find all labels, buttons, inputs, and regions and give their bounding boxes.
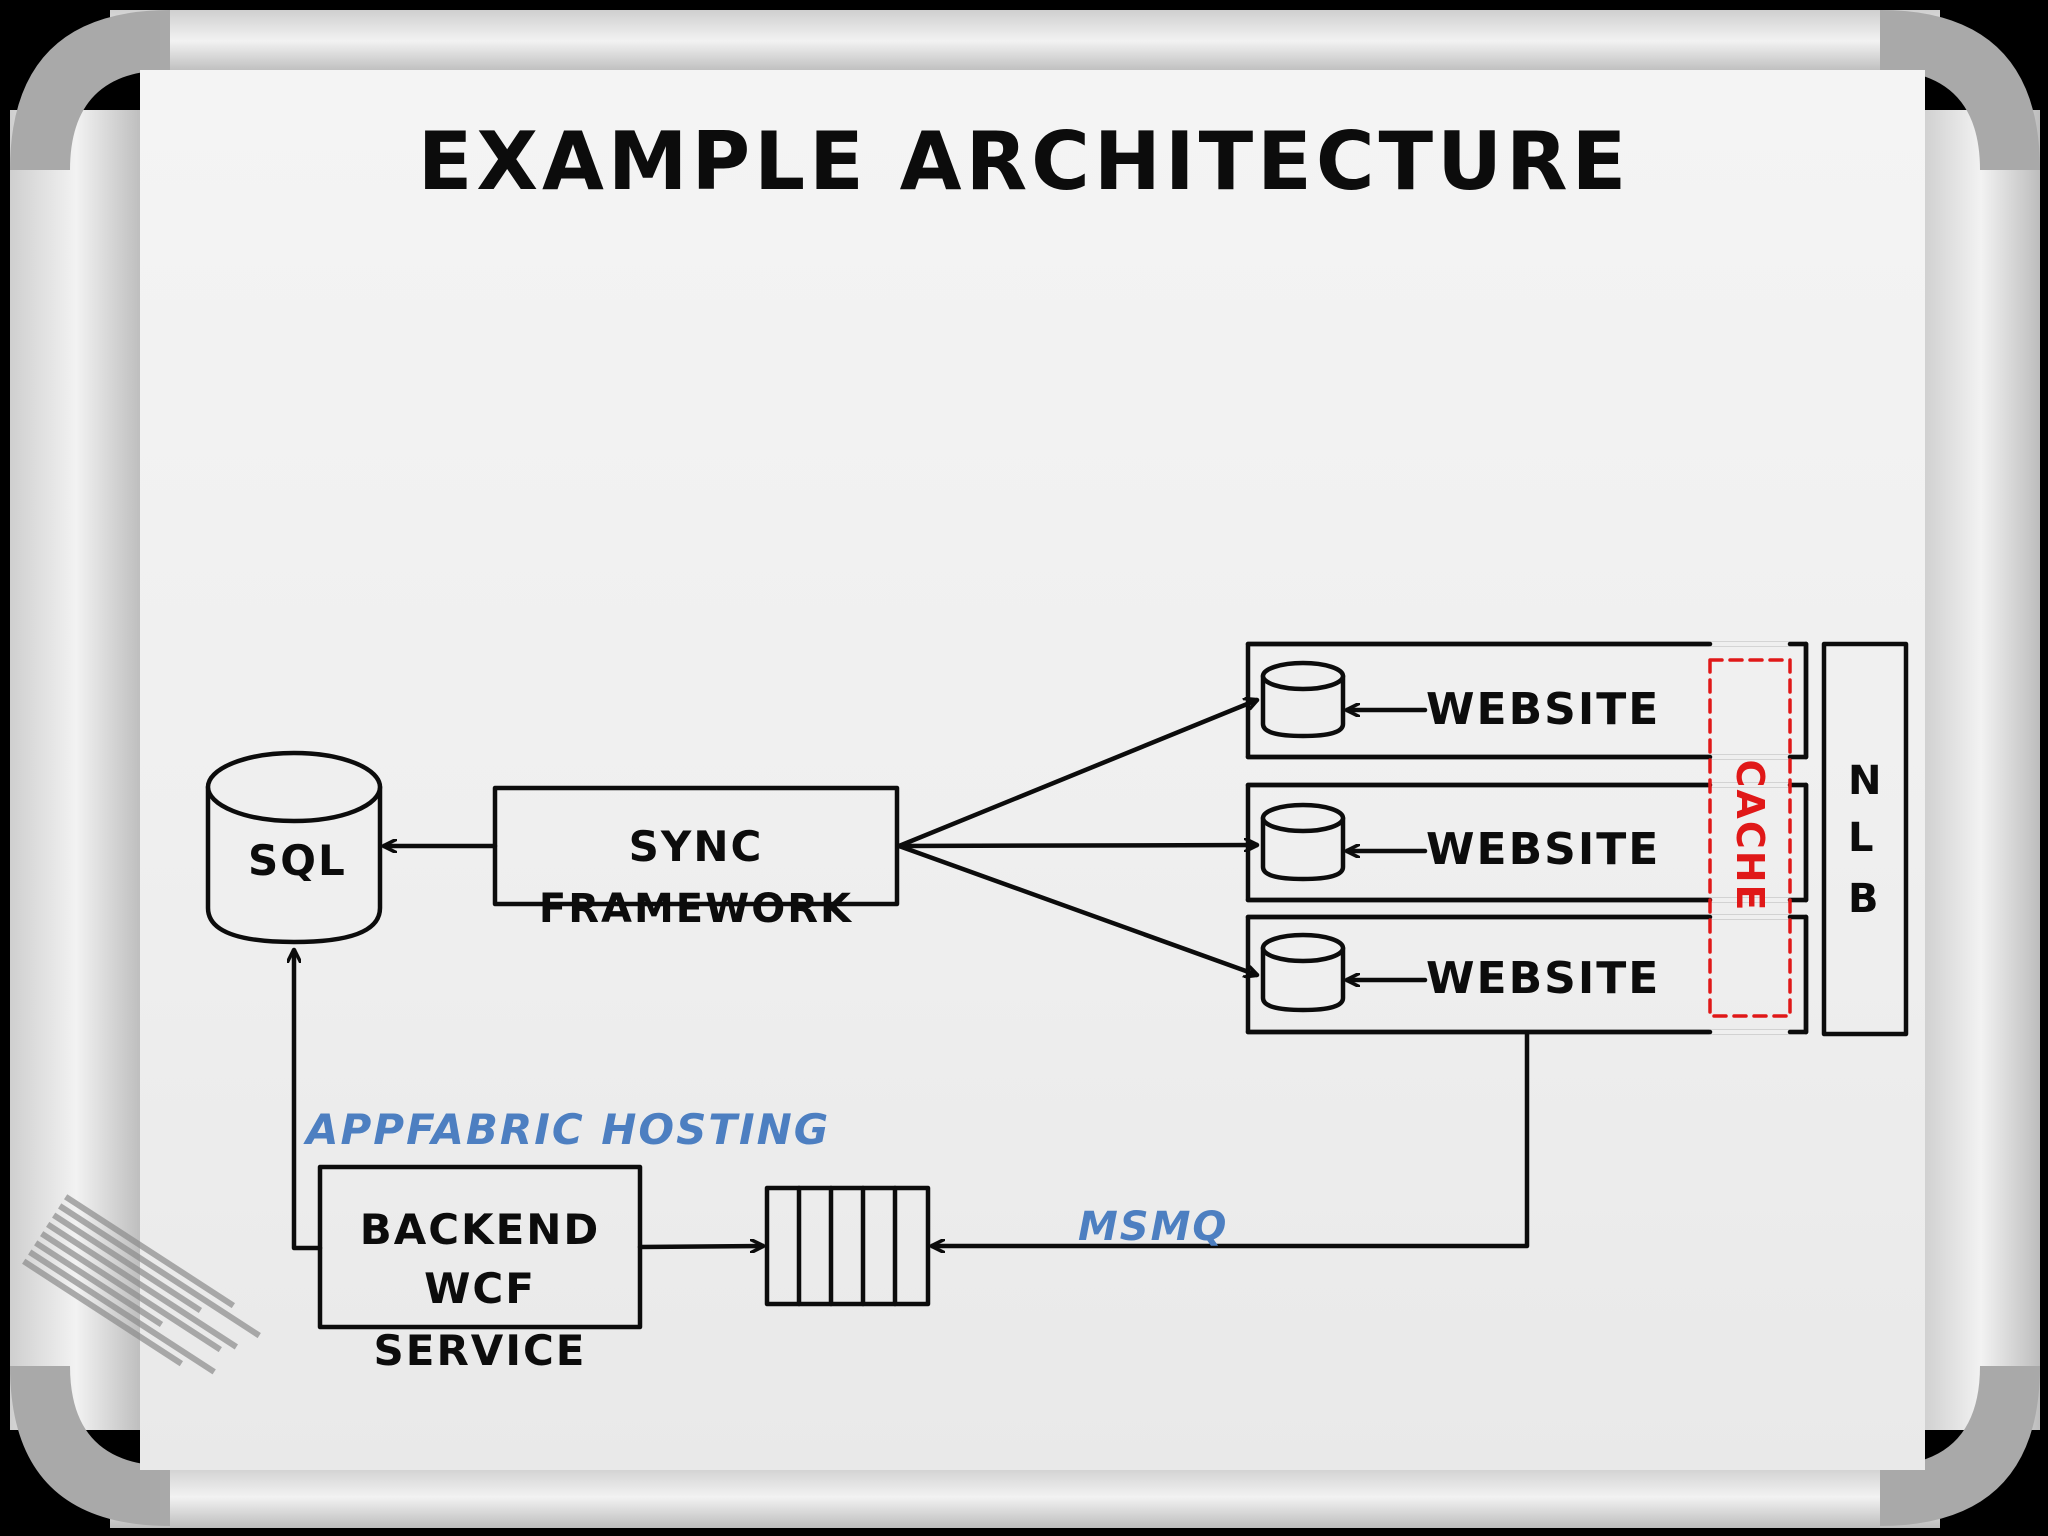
backend-label-line-3: SERVICE	[373, 1326, 587, 1375]
msmq-label: MSMQ	[1078, 1204, 1229, 1250]
website-cache-2	[1260, 802, 1346, 882]
page-title: Example Architecture	[417, 115, 1631, 208]
edge-backend-to-queue	[637, 1246, 766, 1247]
edge-website-to-queue	[929, 1031, 1530, 1246]
website-label-3: WEBSITE	[1426, 953, 1661, 1004]
nlb-node	[1821, 641, 1909, 1037]
website-cache-1	[1260, 660, 1346, 739]
msmq-queue-node	[764, 1185, 931, 1307]
edge-sync-to-cache-2	[896, 845, 1260, 846]
edge-backend-to-sql	[294, 947, 323, 1251]
appfabric-hosting-label: APPFABRIC HOSTING	[306, 1105, 831, 1154]
edge-sync-to-cache-3	[896, 843, 1257, 975]
cache-label: CACHE	[1728, 759, 1772, 913]
backend-label-line-1: BACKEND	[359, 1205, 601, 1254]
sql-database-node	[205, 750, 383, 945]
sql-label: SQL	[248, 836, 347, 885]
sync-framework-label-line-2: FRAMEWORK	[538, 886, 854, 932]
edge-sync-to-cache-1	[896, 700, 1257, 849]
shared-cache-region	[1708, 658, 1792, 1018]
nlb-label-b: B	[1848, 876, 1881, 922]
sync-framework-label-line-1: SYNC	[628, 822, 764, 871]
website-label-2: WEBSITE	[1426, 824, 1661, 875]
website-cache-3	[1260, 932, 1346, 1013]
backend-label-line-2: WCF	[424, 1264, 536, 1313]
nlb-label-n: N	[1848, 758, 1884, 804]
website-label-1: WEBSITE	[1426, 684, 1661, 735]
nlb-label-l: L	[1848, 815, 1876, 861]
whiteboard-surface	[140, 70, 1925, 1470]
